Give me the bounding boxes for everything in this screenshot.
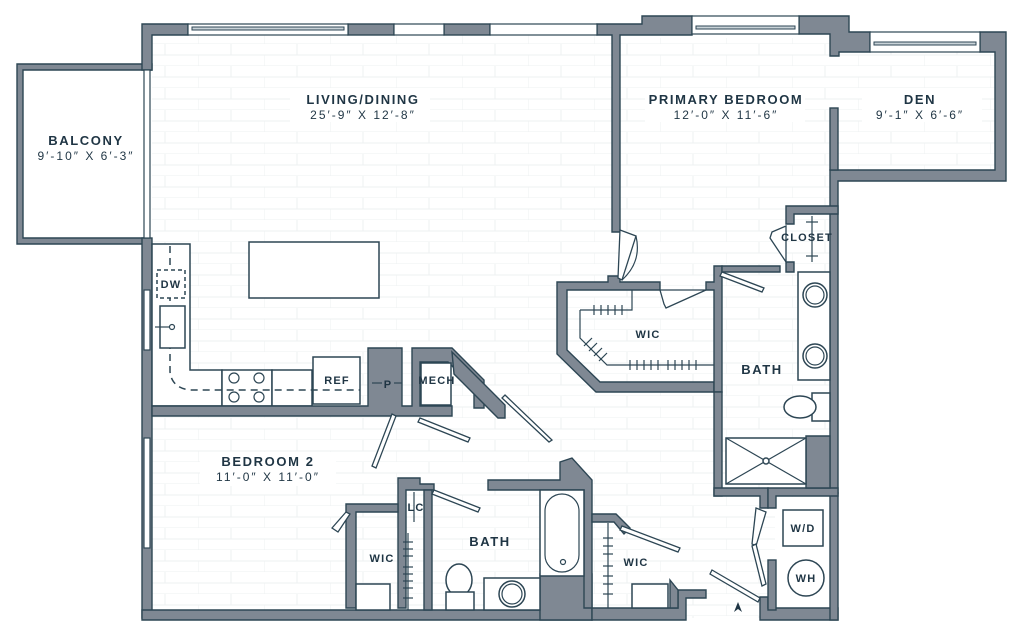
bath2-label: BATH: [469, 534, 511, 549]
refrigerator-label: REF: [324, 375, 350, 387]
pantry-label: P: [384, 379, 393, 391]
den-dims: 9′-1″ X 6′-6″: [876, 108, 964, 122]
hall-wic-shelving: [603, 523, 669, 609]
balcony-dims: 9′-10″ X 6′-3″: [37, 149, 134, 163]
primary-wic-shelving: [579, 290, 714, 370]
primary-bedroom-name: PRIMARY BEDROOM: [649, 92, 804, 107]
primary-bath-label: BATH: [741, 362, 783, 377]
primary-bedroom-dims: 12′-0″ X 11′-6″: [674, 108, 779, 122]
washer-dryer: [782, 509, 824, 547]
laundry: [782, 509, 825, 597]
bedroom2-wic-shelving: [355, 492, 415, 611]
bedroom2-dims: 11′-0″ X 11′-0″: [216, 470, 320, 484]
living-dining-dims: 25′-9″ X 12′-8″: [310, 108, 416, 122]
linen-closet-label: LC: [407, 502, 424, 514]
pantry-mech: [372, 362, 452, 406]
doors: [331, 225, 787, 603]
dishwasher-label: DW: [161, 279, 182, 291]
kitchen: [151, 241, 380, 407]
bedroom2-name: BEDROOM 2: [221, 454, 314, 469]
room-labels: LIVING/DINING 25′-9″ X 12′-8″ BALCONY 9′…: [37, 88, 982, 585]
mech-label: MECH: [418, 375, 455, 387]
entry-arrow-icon: [734, 602, 742, 612]
kitchen-island: [248, 241, 380, 299]
den-name: DEN: [904, 92, 936, 107]
primary-bath-fixtures: [725, 216, 831, 485]
balcony-name: BALCONY: [48, 133, 123, 148]
primary-wic-label: WIC: [636, 329, 661, 341]
closet-label: CLOSET: [781, 232, 833, 244]
bath2-fixtures: [445, 489, 585, 611]
interior-walls: [151, 205, 839, 611]
washer-dryer-label: W/D: [791, 523, 816, 535]
water-heater: [787, 559, 825, 597]
refrigerator: [312, 356, 361, 405]
living-dining-name: LIVING/DINING: [306, 92, 419, 107]
water-heater-label: WH: [796, 573, 817, 585]
windows: [143, 15, 981, 549]
bedroom2-wic-label: WIC: [370, 553, 395, 565]
hall-wic-label: WIC: [624, 557, 649, 569]
